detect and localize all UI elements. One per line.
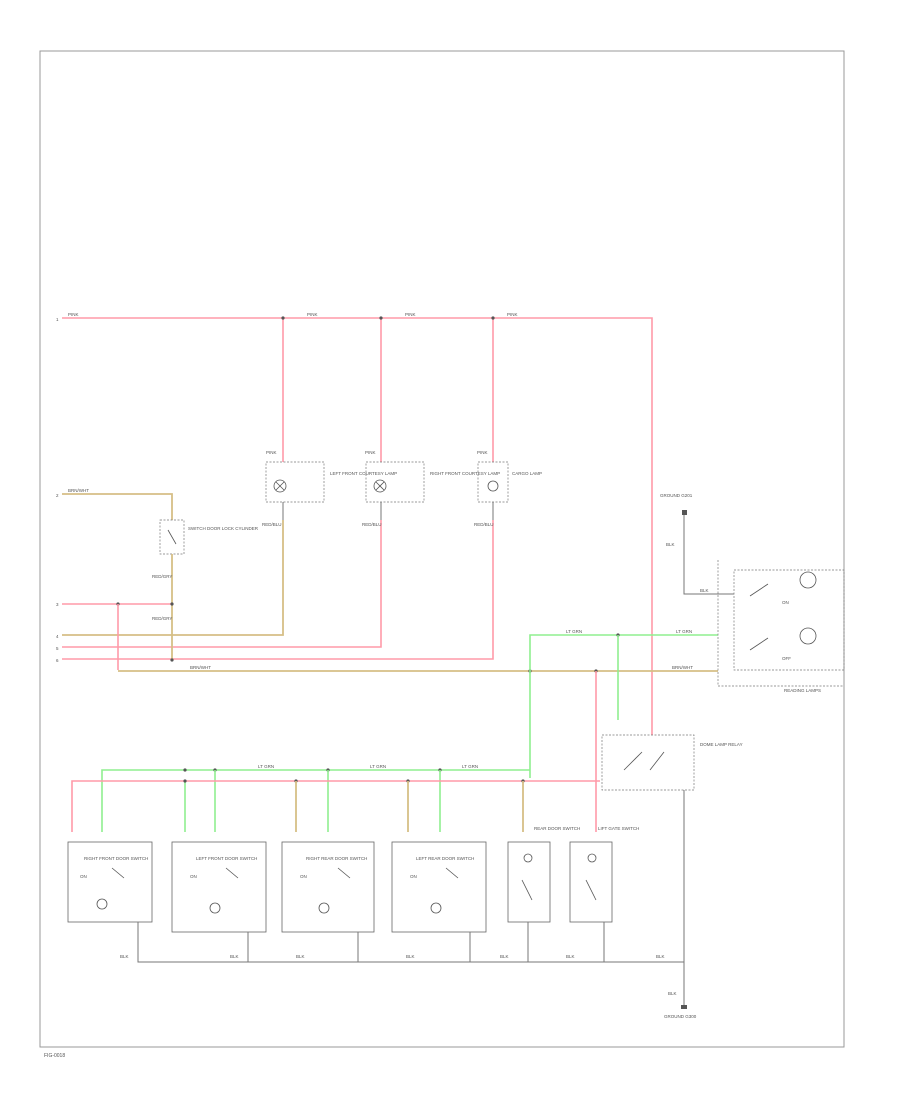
svg-text:PINK: PINK <box>365 450 376 455</box>
svg-text:OFF: OFF <box>782 656 791 661</box>
ground-g1: GROUND G201 BLK BLK <box>660 493 734 595</box>
svg-text:RED/GRY: RED/GRY <box>152 574 172 579</box>
svg-text:GROUND G201: GROUND G201 <box>660 493 693 498</box>
svg-text:BLK: BLK <box>656 954 665 959</box>
svg-text:CARGO LAMP: CARGO LAMP <box>512 471 542 476</box>
left-front-courtesy-lamp: LEFT FRONT COURTESY LAMP <box>265 461 397 520</box>
door-switch-5: REAR DOOR SWITCH <box>507 826 580 923</box>
svg-text:BLK: BLK <box>500 954 509 959</box>
courtesy-return-wires: RED/BLU RED/BLU RED/BLU <box>62 520 494 660</box>
terminal-1: 1 <box>56 317 59 322</box>
svg-text:REAR DOOR SWITCH: REAR DOOR SWITCH <box>534 826 580 831</box>
svg-text:RIGHT REAR DOOR SWITCH: RIGHT REAR DOOR SWITCH <box>306 856 367 861</box>
svg-text:LT GRN: LT GRN <box>676 629 692 634</box>
svg-text:LEFT FRONT COURTESY LAMP: LEFT FRONT COURTESY LAMP <box>330 471 397 476</box>
svg-text:READING LAMPS: READING LAMPS <box>784 688 821 693</box>
svg-text:PINK: PINK <box>477 450 488 455</box>
svg-text:RED/BLU: RED/BLU <box>262 522 282 527</box>
svg-text:SWITCH DOOR LOCK CYLINDER: SWITCH DOOR LOCK CYLINDER <box>188 526 259 531</box>
terminal-3: 3 <box>56 602 59 607</box>
door-switch-1: RIGHT FRONT DOOR SWITCH ON <box>67 841 153 923</box>
svg-text:RED/BLU: RED/BLU <box>474 522 494 527</box>
pink-feed-wires: PINK PINK PINK PINK PINK PINK PINK <box>62 312 653 735</box>
svg-text:PINK: PINK <box>307 312 318 317</box>
svg-text:ON: ON <box>782 600 789 605</box>
right-front-courtesy-lamp: RIGHT FRONT COURTESY LAMP <box>365 461 500 520</box>
svg-text:LEFT REAR DOOR SWITCH: LEFT REAR DOOR SWITCH <box>416 856 474 861</box>
svg-text:BLK: BLK <box>120 954 129 959</box>
svg-text:RED/BLU: RED/BLU <box>362 522 382 527</box>
svg-text:BLK: BLK <box>406 954 415 959</box>
svg-text:LT GRN: LT GRN <box>566 629 582 634</box>
reading-lamps: READING LAMPS ON OFF <box>717 560 845 693</box>
terminal-2: 2 <box>56 493 59 498</box>
svg-text:RIGHT FRONT COURTESY LAMP: RIGHT FRONT COURTESY LAMP <box>430 471 500 476</box>
svg-text:DOME LAMP RELAY: DOME LAMP RELAY <box>700 742 743 747</box>
ground-bus: BLK BLK BLK BLK BLK BLK BLK <box>120 922 684 963</box>
svg-text:ON: ON <box>190 874 197 879</box>
svg-text:GROUND G300: GROUND G300 <box>664 1014 697 1019</box>
left-terminals: 1 2 3 4 5 6 <box>56 317 59 663</box>
svg-text:ON: ON <box>80 874 87 879</box>
red-bus-781 <box>71 671 600 832</box>
svg-text:PINK: PINK <box>405 312 416 317</box>
ground-bottom: BLK GROUND G300 <box>664 790 697 1019</box>
svg-text:BLK: BLK <box>700 588 709 593</box>
cargo-lamp: CARGO LAMP <box>477 461 542 520</box>
svg-text:BLK: BLK <box>230 954 239 959</box>
svg-text:PINK: PINK <box>507 312 518 317</box>
svg-text:LT GRN: LT GRN <box>370 764 386 769</box>
svg-text:BRN/WHT: BRN/WHT <box>672 665 693 670</box>
svg-text:BLK: BLK <box>296 954 305 959</box>
footer-code: FIG-0018 <box>44 1053 65 1059</box>
svg-text:BLK: BLK <box>566 954 575 959</box>
red-bus-604 <box>62 602 174 670</box>
svg-text:BLK: BLK <box>668 991 677 996</box>
door-lock-cylinder-switch: BRN/WHT SWITCH DOOR LOCK CYLINDER RED/GR… <box>62 488 259 660</box>
door-switch-6: LIFT GATE SWITCH <box>569 826 639 923</box>
tan-bus-671: BRN/WHT BRN/WHT <box>118 658 718 673</box>
door-switch-3: RIGHT REAR DOOR SWITCH ON <box>281 841 375 933</box>
svg-text:ON: ON <box>300 874 307 879</box>
green-bus: LT GRN LT GRN LT GRN LT GRN LT GRN <box>101 629 718 832</box>
svg-text:PINK: PINK <box>68 312 79 317</box>
svg-text:LIFT GATE SWITCH: LIFT GATE SWITCH <box>598 826 639 831</box>
terminal-5: 5 <box>56 646 59 651</box>
svg-text:RED/GRY: RED/GRY <box>152 616 172 621</box>
terminal-6: 6 <box>56 658 59 663</box>
svg-text:BRN/WHT: BRN/WHT <box>190 665 211 670</box>
diagram-frame <box>39 50 845 1048</box>
door-switch-4: LEFT REAR DOOR SWITCH ON <box>391 841 487 933</box>
svg-text:LT GRN: LT GRN <box>258 764 274 769</box>
svg-text:BRN/WHT: BRN/WHT <box>68 488 89 493</box>
dome-lamp-relay: DOME LAMP RELAY <box>601 734 743 791</box>
svg-text:ON: ON <box>410 874 417 879</box>
door-switch-2: LEFT FRONT DOOR SWITCH ON <box>171 841 267 933</box>
svg-text:LEFT FRONT DOOR SWITCH: LEFT FRONT DOOR SWITCH <box>196 856 257 861</box>
svg-text:BLK: BLK <box>666 542 675 547</box>
terminal-4: 4 <box>56 634 59 639</box>
svg-text:LT GRN: LT GRN <box>462 764 478 769</box>
svg-text:PINK: PINK <box>266 450 277 455</box>
svg-text:RIGHT FRONT DOOR SWITCH: RIGHT FRONT DOOR SWITCH <box>84 856 148 861</box>
